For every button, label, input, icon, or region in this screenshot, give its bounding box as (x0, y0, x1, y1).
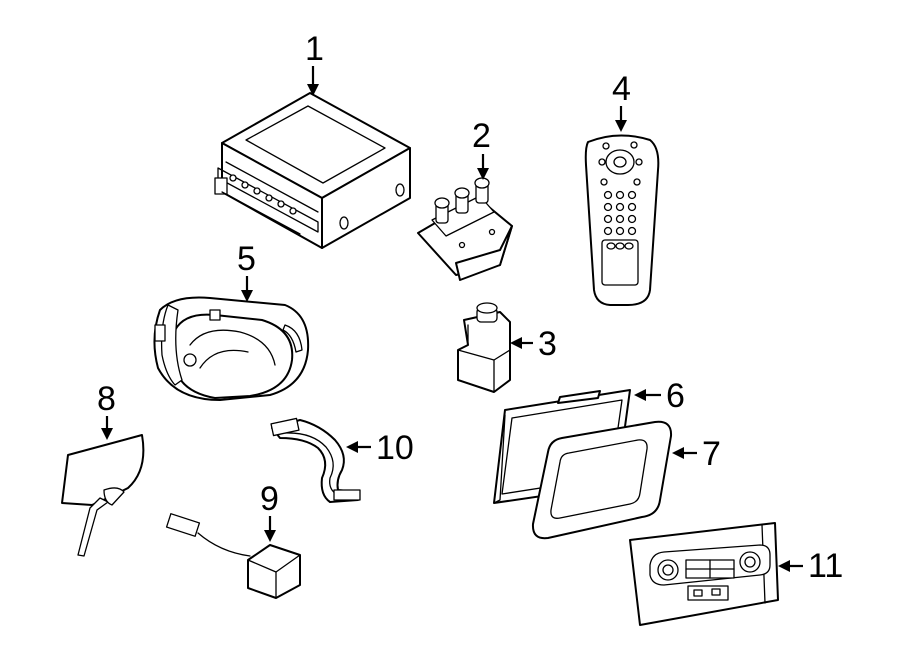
part-10-ribbon-cable[interactable] (270, 417, 361, 503)
callout-5-label: 5 (237, 240, 256, 278)
callout-9: 9 (260, 480, 279, 542)
part-5-headphones[interactable] (153, 296, 310, 401)
callout-10: 10 (346, 429, 414, 467)
part-4-remote-control[interactable] (584, 134, 660, 306)
callout-2-label: 2 (472, 117, 491, 155)
callout-9-label: 9 (260, 480, 279, 518)
part-3-switch[interactable] (457, 302, 511, 393)
callout-11: 11 (778, 547, 843, 585)
part-9-module[interactable] (165, 513, 301, 599)
callout-3-label: 3 (538, 325, 557, 363)
callout-1-label: 1 (305, 30, 324, 68)
part-8-antenna[interactable] (61, 434, 145, 557)
callout-7: 7 (672, 435, 721, 473)
callout-5: 5 (237, 240, 256, 302)
callout-6-label: 6 (666, 377, 685, 415)
callout-7-label: 7 (702, 435, 721, 473)
callout-2: 2 (472, 117, 491, 180)
callout-3: 3 (510, 325, 557, 363)
part-7-bezel[interactable] (531, 420, 673, 540)
callout-4: 4 (612, 70, 631, 132)
callout-1: 1 (305, 30, 324, 96)
part-2-jack-bracket[interactable] (417, 177, 513, 281)
callout-4-label: 4 (612, 70, 631, 108)
part-11-control-panel[interactable] (629, 522, 779, 626)
callout-10-label: 10 (376, 429, 414, 467)
part-1-dvd-player[interactable] (214, 92, 411, 249)
callout-8: 8 (97, 380, 116, 440)
callout-8-label: 8 (97, 380, 116, 418)
callout-11-label: 11 (808, 547, 843, 585)
callout-6: 6 (634, 377, 685, 415)
